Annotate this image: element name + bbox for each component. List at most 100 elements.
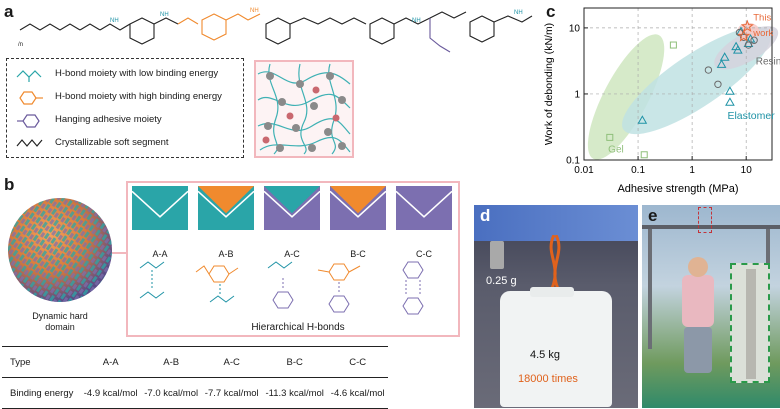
data-point-star bbox=[740, 19, 754, 33]
structure-legend: H-bond moiety with low binding energy H-… bbox=[6, 58, 244, 158]
network-schematic bbox=[254, 60, 354, 158]
panel-letter-a: a bbox=[4, 2, 14, 21]
zoom-connector bbox=[112, 252, 128, 254]
table-cell: A-A bbox=[80, 346, 141, 378]
svg-text:/n: /n bbox=[18, 42, 23, 48]
hbond-tiles bbox=[131, 186, 453, 230]
data-point-square bbox=[669, 41, 677, 49]
data-point-circle bbox=[740, 33, 748, 42]
catechol-icon bbox=[17, 114, 40, 128]
region-label: work bbox=[752, 28, 773, 39]
panel-letter-b: b bbox=[4, 175, 15, 194]
y-tick-label: 0.1 bbox=[566, 156, 580, 167]
table-cell: -4.6 kcal/mol bbox=[327, 377, 388, 409]
table-cell: C-C bbox=[327, 346, 388, 378]
hbond-caption: Hierarchical H-bonds bbox=[251, 322, 345, 333]
binding-energy-table: Type A-A A-B A-C B-C C-C Binding energy … bbox=[2, 346, 388, 409]
table-cell: A-C bbox=[201, 346, 262, 378]
hbond-tile-c-c bbox=[395, 186, 453, 230]
photo-hanging-person bbox=[642, 205, 780, 408]
pyridine-icon bbox=[19, 91, 43, 105]
table-cell: A-B bbox=[140, 346, 202, 378]
legend-label: Hanging adhesive moiety bbox=[55, 114, 162, 125]
data-point-triangle bbox=[745, 33, 756, 43]
hbond-tile-b-c bbox=[329, 186, 387, 230]
table-cell: Binding energy bbox=[2, 377, 81, 409]
gel-region bbox=[587, 34, 665, 160]
domain-caption-line1: Dynamic hard bbox=[32, 311, 88, 321]
weight-large-label: 4.5 kg bbox=[530, 349, 560, 361]
adhesive-sample bbox=[490, 241, 504, 269]
inset-sample bbox=[746, 269, 756, 379]
region-label: Gel bbox=[608, 144, 624, 155]
table-row: Type A-A A-B A-C B-C C-C bbox=[2, 346, 388, 378]
region-label: Elastomer bbox=[727, 110, 775, 122]
region-label: Resin bbox=[756, 56, 780, 67]
hbond-tile-a-a bbox=[131, 186, 189, 230]
data-point-triangle bbox=[637, 115, 648, 124]
inset-zoom-box bbox=[730, 263, 770, 383]
hbond-panel bbox=[126, 181, 460, 337]
tile-label: A-B bbox=[218, 249, 234, 259]
network-drawing bbox=[257, 63, 351, 155]
data-point-triangle bbox=[732, 45, 743, 54]
tile-label: B-C bbox=[350, 249, 366, 259]
y-axis-label: Work of debonding (kN/m) bbox=[543, 23, 555, 145]
person-legs bbox=[684, 327, 712, 373]
person-head bbox=[688, 257, 708, 277]
data-point-triangle bbox=[719, 52, 730, 61]
svg-text:NH: NH bbox=[514, 10, 523, 16]
urea-icon bbox=[16, 70, 42, 82]
legend-label: H-bond moiety with high binding energy bbox=[55, 91, 222, 102]
panel-letter-e: e bbox=[648, 206, 658, 225]
orange-rope bbox=[548, 235, 562, 294]
tile-label: A-A bbox=[152, 249, 168, 259]
hbond-tile-a-c bbox=[263, 186, 321, 230]
x-tick-label: 0.01 bbox=[574, 165, 594, 176]
plot-frame bbox=[583, 7, 773, 161]
domain-caption: Dynamic hard domain bbox=[10, 311, 110, 333]
table-cell: B-C bbox=[261, 346, 328, 378]
y-tick-label: 10 bbox=[569, 23, 581, 34]
data-point-star bbox=[737, 29, 751, 42]
table-cell: -7.7 kcal/mol bbox=[201, 377, 262, 409]
person-torso bbox=[682, 275, 714, 327]
sample-highlight-box bbox=[698, 207, 712, 233]
table-row: Binding energy -4.9 kcal/mol -7.0 kcal/m… bbox=[2, 377, 388, 409]
data-point-triangle bbox=[716, 59, 727, 68]
data-point-circle bbox=[704, 66, 713, 74]
table-cell: -7.0 kcal/mol bbox=[140, 377, 202, 409]
legend-label: H-bond moiety with low binding energy bbox=[55, 68, 219, 79]
data-point-triangle bbox=[725, 86, 735, 95]
data-point-circle bbox=[744, 41, 753, 49]
photo-jug-test: 0.25 g 4.5 kg 18000 times bbox=[474, 205, 638, 408]
tile-label: C-C bbox=[416, 249, 432, 259]
weight-small-label: 0.25 g bbox=[486, 275, 517, 287]
hbond-chemical-structures bbox=[139, 261, 424, 315]
hbond-tile-a-b bbox=[197, 186, 255, 230]
water-jug bbox=[500, 291, 612, 407]
svg-text:NH: NH bbox=[250, 8, 259, 14]
frame-post bbox=[648, 229, 652, 349]
svg-text:NH: NH bbox=[412, 18, 421, 24]
x-tick-label: 1 bbox=[689, 165, 695, 176]
legend-label: Crystallizable soft segment bbox=[55, 137, 169, 148]
table-cell: -4.9 kcal/mol bbox=[80, 377, 141, 409]
data-point-square bbox=[640, 151, 648, 159]
data-point-triangle bbox=[725, 97, 735, 106]
x-tick-label: 10 bbox=[741, 165, 753, 176]
cycles-label: 18000 times bbox=[518, 373, 578, 385]
jug-cap bbox=[530, 287, 574, 297]
domain-caption-line2: domain bbox=[45, 322, 75, 332]
svg-text:NH: NH bbox=[110, 18, 119, 24]
data-point-circle bbox=[714, 80, 722, 88]
data-point-triangle bbox=[743, 38, 754, 48]
x-tick-label: 0.1 bbox=[631, 165, 645, 176]
soft-segment-icon bbox=[16, 139, 43, 147]
panel-letter-c: c bbox=[546, 2, 556, 21]
x-axis-label: Adhesive strength (MPa) bbox=[617, 183, 738, 195]
dynamic-hard-domain-sphere bbox=[8, 198, 112, 302]
data-point-square bbox=[606, 133, 614, 141]
